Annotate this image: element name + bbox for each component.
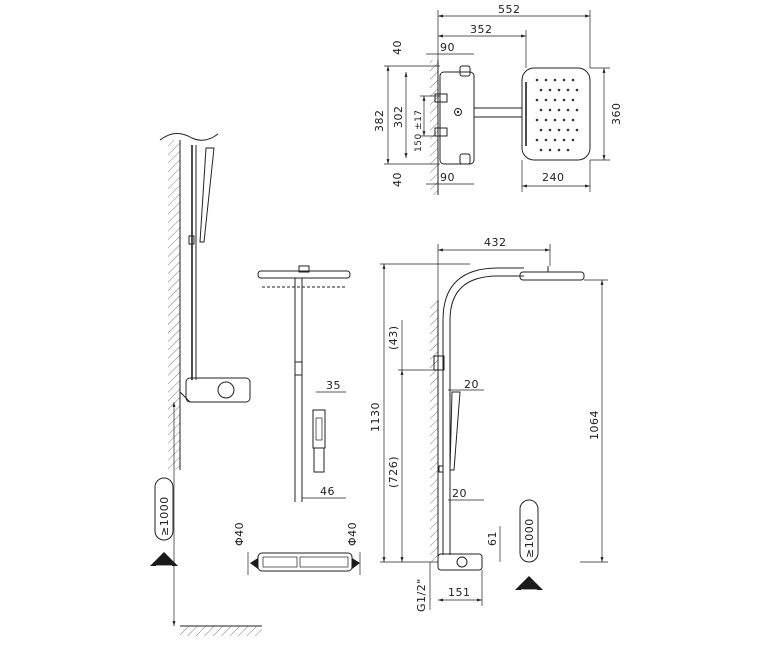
right-wall-hatch: [430, 300, 438, 562]
top-dim-90-upper: 90: [440, 41, 455, 54]
left-clearance-box: [154, 477, 174, 541]
right-floor-symbol: [515, 576, 543, 590]
right-dim-43: (43): [387, 325, 400, 350]
front-handshower: [312, 409, 326, 449]
right-dim-1064: 1064: [588, 410, 601, 440]
left-clearance-label: ≥1000: [158, 496, 171, 536]
nozzle-grid: [535, 78, 579, 152]
left-side-view: ≥1000: [150, 133, 262, 636]
front-view: 35 46 Φ40 Φ40: [233, 265, 361, 575]
right-dim-g12: G1/2": [415, 578, 428, 612]
top-dim-150: 150 ±17: [414, 109, 424, 152]
right-clearance-box: [519, 499, 539, 563]
right-dim-20-upper: 20: [464, 378, 479, 391]
right-dim-1130: 1130: [369, 402, 382, 432]
top-dim-352: 352: [470, 23, 493, 36]
right-side-view: 432 1130 (43) (726) 1064 20 20 61 ≥1000: [369, 236, 608, 612]
top-wall-hatch: [430, 60, 438, 195]
top-plan-view: 552 352 90 90 240 360 382 302 150 ±17 40…: [373, 3, 623, 195]
left-floor-hatch: [180, 626, 262, 636]
left-floor-symbol: [150, 552, 178, 566]
top-dim-552: 552: [498, 3, 521, 16]
right-clearance-label: ≥1000: [523, 518, 536, 558]
front-dim-phi40-right: Φ40: [346, 522, 359, 546]
right-dim-20-lower: 20: [452, 487, 467, 500]
front-valve-shelf: [257, 552, 353, 572]
top-dim-240: 240: [542, 171, 565, 184]
top-dim-90-lower: 90: [440, 171, 455, 184]
right-shower-head: [519, 271, 585, 281]
right-dim-61: 61: [486, 531, 499, 546]
top-dim-302: 302: [392, 106, 405, 129]
right-dim-151: 151: [448, 586, 471, 599]
top-bracket: [439, 71, 475, 165]
front-dim-35: 35: [326, 379, 341, 392]
top-dim-360: 360: [610, 103, 623, 126]
left-handshower: [199, 147, 215, 243]
right-handshower: [449, 391, 461, 471]
left-wall-hatch: [168, 140, 180, 470]
top-shower-head: [521, 67, 591, 161]
right-valve: [437, 553, 483, 571]
front-head: [257, 270, 351, 279]
right-dim-726: (726): [387, 456, 400, 488]
front-dim-phi40-left: Φ40: [233, 522, 246, 546]
top-dim-382: 382: [373, 110, 386, 133]
right-dim-432: 432: [484, 236, 507, 249]
front-dim-46: 46: [320, 485, 335, 498]
top-dim-40-lower: 40: [391, 172, 404, 187]
top-dim-40-upper: 40: [391, 40, 404, 55]
